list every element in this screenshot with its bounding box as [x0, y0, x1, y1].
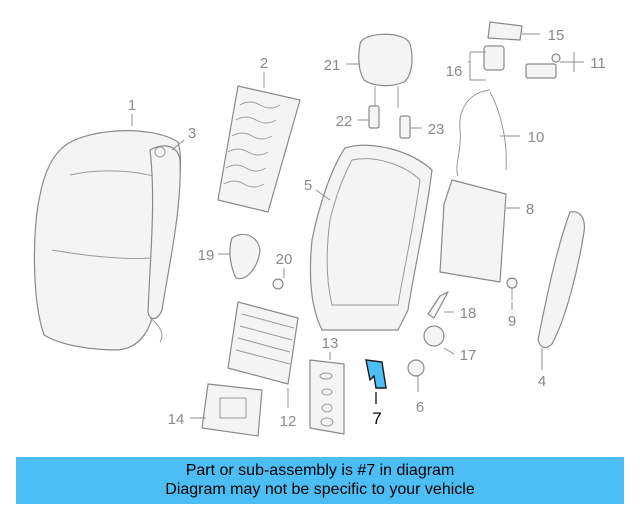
callout-17: 17 [460, 347, 477, 364]
info-banner: Part or sub-assembly is #7 in diagram Di… [16, 457, 624, 504]
part-14-lumbar-support [190, 383, 263, 437]
callout-18: 18 [460, 305, 477, 322]
callout-10: 10 [528, 129, 545, 146]
part-11-connector [525, 52, 584, 79]
part-7-bracket [365, 359, 387, 404]
part-8-back-panel [439, 179, 520, 283]
part-23-guide-sleeve [399, 115, 422, 139]
part-16-switch [468, 45, 505, 81]
callout-11: 11 [590, 55, 606, 72]
callout-4: 4 [538, 373, 546, 390]
callout-9: 9 [508, 313, 516, 330]
part-5-seatback-frame [309, 144, 433, 331]
callout-21: 21 [324, 57, 341, 74]
part-1-seatback-cover [33, 114, 182, 351]
part-22-guide-sleeve [358, 105, 380, 129]
callout-22: 22 [336, 113, 353, 130]
callout-5: 5 [304, 177, 312, 194]
part-19-bracket [218, 233, 261, 280]
callout-20: 20 [276, 251, 293, 268]
callout-14: 14 [168, 411, 185, 428]
callout-13: 13 [322, 335, 339, 352]
callout-1: 1 [128, 97, 136, 114]
part-10-cable [456, 89, 520, 177]
callout-2: 2 [260, 55, 268, 72]
part-6-pin [407, 359, 425, 392]
part-9-clip [506, 277, 518, 310]
callout-15: 15 [548, 27, 565, 44]
part-21-headrest [346, 33, 413, 108]
part-18-bolt [427, 291, 454, 319]
callout-23: 23 [428, 121, 445, 138]
banner-line-disclaimer: Diagram may not be specific to your vehi… [165, 481, 475, 498]
part-13-hardware-set [309, 352, 345, 435]
part-15-switch-cover [487, 21, 540, 41]
part-2-foam-pad [217, 72, 301, 213]
callout-7: 7 [372, 409, 381, 428]
part-20-screw [272, 268, 285, 290]
callout-19: 19 [198, 247, 215, 264]
part-12-spring-mat [227, 301, 299, 408]
callout-6: 6 [416, 399, 424, 416]
parts-diagram: 1 2 3 4 5 6 7 8 9 10 11 12 13 14 15 16 1… [33, 21, 606, 437]
callout-12: 12 [280, 413, 297, 430]
callout-8: 8 [526, 201, 534, 218]
part-4-side-trim [537, 211, 585, 370]
banner-line-part-number: Part or sub-assembly is #7 in diagram [185, 462, 455, 479]
callout-16: 16 [446, 63, 463, 80]
callout-3: 3 [188, 125, 196, 142]
part-17-knob [423, 325, 455, 355]
part-3-side-bolster [147, 139, 185, 320]
